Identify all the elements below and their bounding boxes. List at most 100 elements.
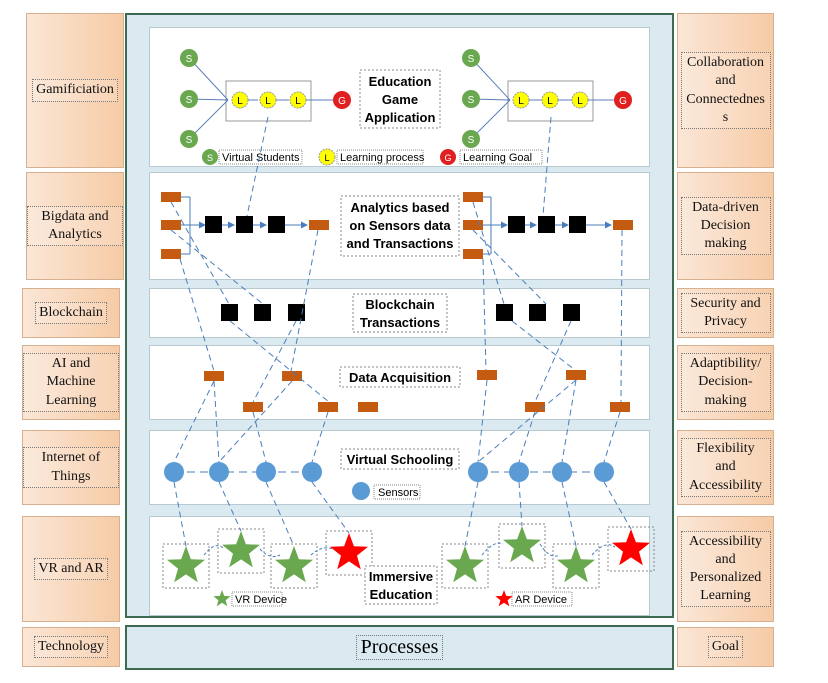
left-label-technology: Technology: [22, 627, 120, 667]
legend-sensor-icon: [352, 482, 370, 500]
legend-g-letter: G: [444, 153, 451, 163]
blockchain-block: [496, 304, 513, 321]
student-letter: S: [468, 95, 475, 106]
sensor-node: [256, 462, 276, 482]
sensor-node: [302, 462, 322, 482]
learning-node: [541, 91, 559, 109]
legend-learning-icon: [318, 148, 336, 166]
blockchain-block: [288, 304, 305, 321]
game-title-line: Application: [365, 110, 436, 125]
transaction-block: [205, 216, 222, 233]
ar-star-icon: [612, 529, 650, 566]
student-letter: S: [468, 135, 475, 146]
data-block: [282, 371, 302, 381]
left-label-iot: Internet of Things: [22, 430, 120, 505]
data-block: [161, 192, 181, 202]
sensor-node: [209, 462, 229, 482]
right-label-security: Security and Privacy: [677, 288, 774, 338]
sensor-node: [552, 462, 572, 482]
learning-letter: L: [547, 96, 553, 107]
data-block: [358, 402, 378, 412]
blockchain-title-line: Transactions: [360, 315, 440, 330]
right-label-accessibility: Accessibility and Personalized Learning: [677, 516, 774, 622]
student-node: [180, 49, 198, 67]
vr-star-icon: [222, 531, 260, 568]
vr-star-icon: [167, 546, 205, 583]
processes-bar: Processes: [125, 625, 674, 670]
label-text: AI and Machine Learning: [23, 353, 119, 412]
blockchain-block: [254, 304, 271, 321]
left-label-bigdata: Bigdata and Analytics: [26, 172, 124, 280]
student-node: [180, 130, 198, 148]
label-text: Gamificiation: [32, 79, 118, 102]
learning-letter: L: [577, 96, 583, 107]
data-block: [204, 371, 224, 381]
blockchain-block: [563, 304, 580, 321]
label-text: Flexibility and Accessibility: [680, 438, 771, 497]
immersive-diagram: [162, 523, 655, 589]
data-block: [463, 220, 483, 230]
sensor-node: [509, 462, 529, 482]
student-node: [462, 49, 480, 67]
game-diagram-right: S S S L L L G: [462, 49, 632, 148]
right-label-adaptability: Adaptibility/ Decision-making: [677, 345, 774, 420]
game-title: Education Game Application: [359, 69, 441, 129]
learning-node: [231, 91, 249, 109]
vr-star-icon: [503, 526, 541, 563]
data-block: [610, 402, 630, 412]
left-label-blockchain: Blockchain: [22, 288, 120, 338]
learning-letter: L: [237, 96, 243, 107]
legend-ar-star-icon: [495, 590, 513, 607]
vr-star-icon: [557, 546, 595, 583]
immersive-legend: VR Device AR Device: [231, 591, 573, 607]
legend-learning-goal: Learning Goal: [463, 152, 532, 164]
blockchain-block: [529, 304, 546, 321]
transaction-block: [268, 216, 285, 233]
data-block: [318, 402, 338, 412]
right-label-flexibility: Flexibility and Accessibility: [677, 430, 774, 505]
label-text: Adaptibility/ Decision-making: [680, 353, 771, 412]
student-letter: S: [186, 135, 193, 146]
learning-node: [259, 91, 277, 109]
legend-vr-star-icon: [213, 590, 231, 607]
data-block: [161, 220, 181, 230]
acquisition-diagram: [204, 370, 630, 412]
schooling-title-line: Virtual Schooling: [347, 452, 454, 467]
label-text: Technology: [34, 635, 108, 659]
legend-vr-device: VR Device: [235, 594, 287, 606]
student-letter: S: [468, 54, 475, 65]
star-layer: [167, 526, 650, 607]
schooling-title: Virtual Schooling: [340, 448, 460, 470]
immersive-title-line: Immersive: [369, 569, 433, 584]
label-text: Collaboration and Connectednes s: [680, 52, 771, 129]
legend-student-icon: [202, 149, 218, 165]
label-text: Goal: [707, 635, 744, 659]
data-block: [566, 370, 586, 380]
connection-lines: [170, 116, 632, 547]
analytics-title-line: and Transactions: [347, 236, 454, 251]
label-text: Bigdata and Analytics: [27, 205, 123, 247]
sensor-node: [164, 462, 184, 482]
analytics-title-line: Analytics based: [351, 200, 450, 215]
student-letter: S: [186, 54, 193, 65]
label-text: Internet of Things: [23, 447, 119, 488]
legend-s-letter: S: [207, 153, 213, 163]
ar-star-icon: [330, 533, 368, 570]
analytics-diagram: [161, 192, 633, 259]
legend-virtual-students: Virtual Students: [222, 152, 300, 164]
immersive-title: Immersive Education: [364, 565, 438, 605]
analytics-title-line: on Sensors data: [349, 218, 451, 233]
learning-node: [512, 91, 530, 109]
student-node: [462, 90, 480, 108]
game-title-line: Game: [382, 92, 418, 107]
learning-letter: L: [265, 96, 271, 107]
student-node: [180, 90, 198, 108]
student-letter: S: [186, 95, 193, 106]
goal-node: [333, 91, 351, 109]
blockchain-title: Blockchain Transactions: [352, 293, 448, 333]
game-legend: S Virtual Students L Learning process G …: [202, 148, 543, 166]
legend-sensors: Sensors: [378, 487, 419, 499]
label-text: Data-driven Decision making: [680, 196, 771, 256]
data-block: [463, 249, 483, 259]
